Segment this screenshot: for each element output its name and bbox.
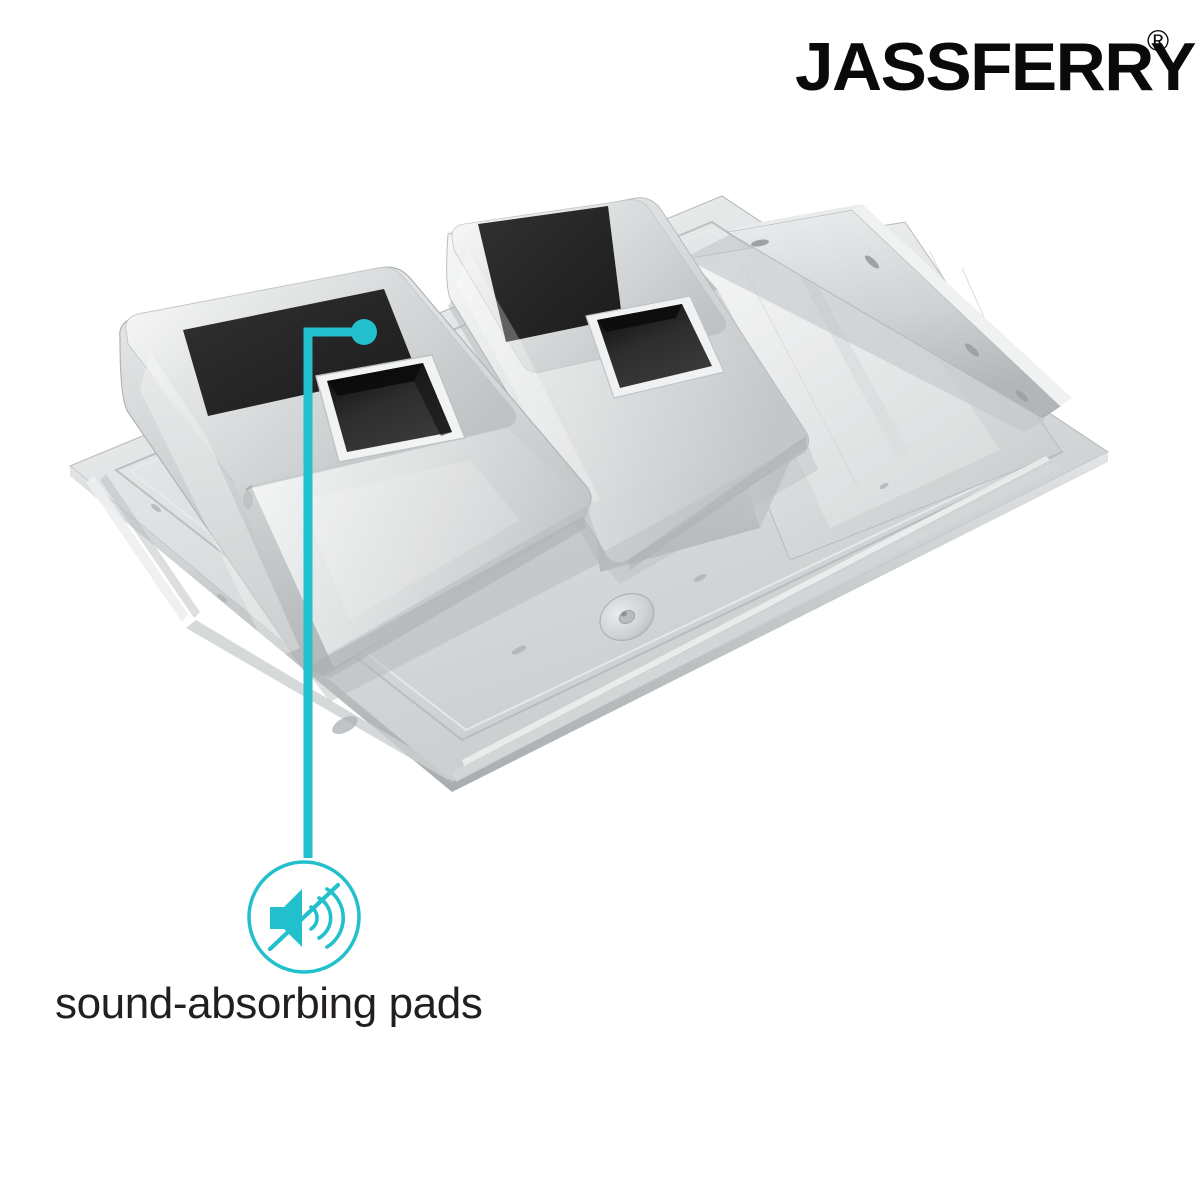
brand-logo: JASSFERRY ® xyxy=(795,25,1196,110)
tap-hole-knockout xyxy=(599,593,655,641)
mute-speaker-icon xyxy=(247,860,361,974)
sound-absorbing-pad-rear xyxy=(478,206,622,342)
mounting-bracket xyxy=(684,204,1072,432)
rear-bowl xyxy=(446,197,810,572)
registered-trademark-symbol: ® xyxy=(1147,25,1170,58)
sink-front-rim-detail xyxy=(86,456,1060,782)
front-bowl xyxy=(119,266,592,678)
callout-leader xyxy=(303,327,364,858)
drain-opening-front xyxy=(315,354,466,463)
brand-wordmark: JASSFERRY xyxy=(795,29,1196,105)
drain-opening-rear xyxy=(585,295,725,399)
callout-label: sound-absorbing pads xyxy=(55,979,483,1028)
callout-marker-dot xyxy=(351,319,377,345)
bowl-shadows xyxy=(304,440,818,702)
